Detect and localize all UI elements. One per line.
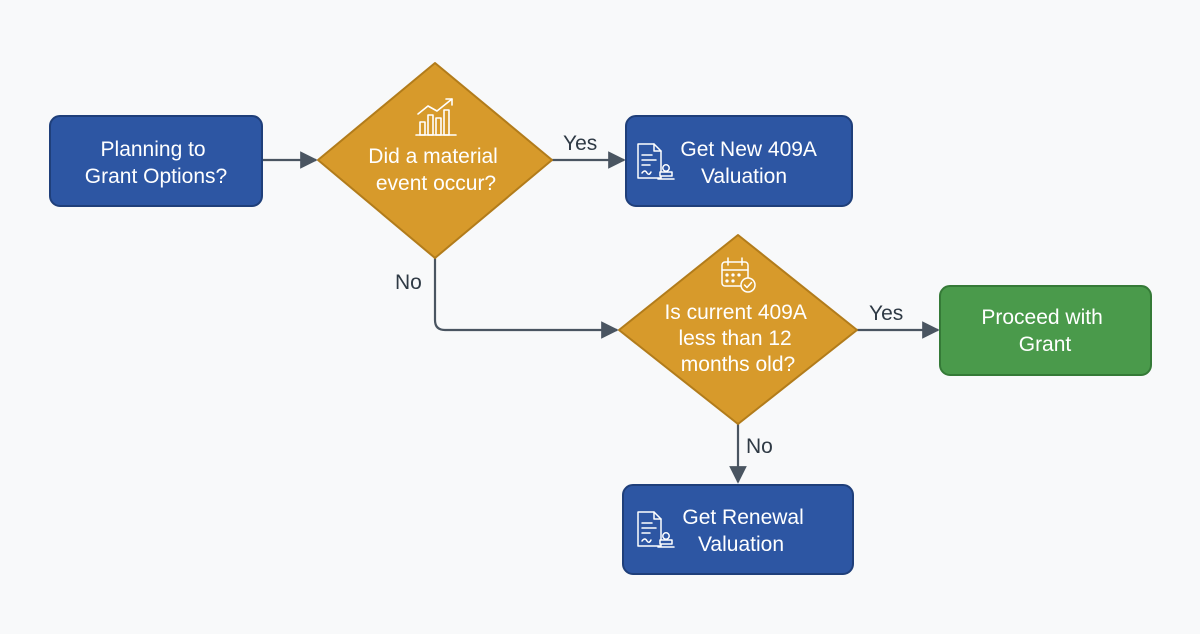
node-proceed-line-1: Proceed with [981, 306, 1102, 329]
document-stamp-icon [637, 143, 675, 180]
growth-chart-icon [415, 98, 457, 136]
svg-text:Get New 409A Valuation: Get New 409A Valuation [680, 138, 821, 188]
node-renewal-line-1: Get Renewal [682, 506, 803, 529]
decision-material-shape [317, 62, 553, 259]
edge-label-current-no: No [746, 435, 773, 458]
edge-material-no [433, 258, 619, 339]
node-new409a-shape [625, 115, 853, 207]
decision-material-line-2: event occur? [376, 172, 496, 195]
node-get-renewal-valuation: Get Renewal Valuation [622, 484, 854, 575]
node-new409a-line-2: Valuation [701, 165, 787, 188]
node-planning-line-1: Planning to [101, 138, 206, 161]
decision-current-line-1: Is current 409A [664, 301, 806, 324]
document-stamp-icon [637, 511, 675, 548]
node-get-new-409a: Get New 409A Valuation [625, 115, 853, 207]
decision-current-line-3: months old? [681, 353, 795, 376]
node-renewal-shape [622, 484, 854, 575]
edge-label-material-yes: Yes [563, 132, 597, 155]
decision-material-line-1: Did a material [368, 145, 498, 168]
node-new409a-line-1: Get New 409A [680, 138, 817, 161]
node-planning-to-grant: Planning to Grant Options? [49, 115, 263, 207]
decision-current-line-2: less than 12 [678, 327, 791, 350]
node-planning-line-2: Grant Options? [85, 165, 227, 188]
node-proceed-line-2: Grant [1019, 333, 1072, 356]
node-proceed-shape [939, 285, 1152, 376]
decision-material-event: Did a material event occur? [317, 62, 553, 259]
decision-current-409a: Is current 409A less than 12 months old? [618, 234, 858, 425]
node-planning-shape [49, 115, 263, 207]
svg-text:Is current 409A less tha: Is current 409A less than 12 months old? [664, 301, 811, 376]
svg-text:Get Renewal Valuation: Get Renewal Valuation [682, 506, 809, 556]
edge-label-material-no: No [395, 271, 422, 294]
calendar-check-icon [721, 257, 756, 293]
node-proceed-with-grant: Proceed with Grant [939, 285, 1152, 376]
edge-label-current-yes: Yes [869, 302, 903, 325]
svg-text:Proceed with Grant: Proceed with Grant [981, 306, 1108, 356]
decision-current-shape [618, 234, 858, 425]
svg-text:Planning to Grant Option: Planning to Grant Options? [85, 138, 227, 188]
svg-text:Did a material event occ: Did a material event occur? [368, 145, 503, 195]
node-renewal-line-2: Valuation [698, 533, 784, 556]
